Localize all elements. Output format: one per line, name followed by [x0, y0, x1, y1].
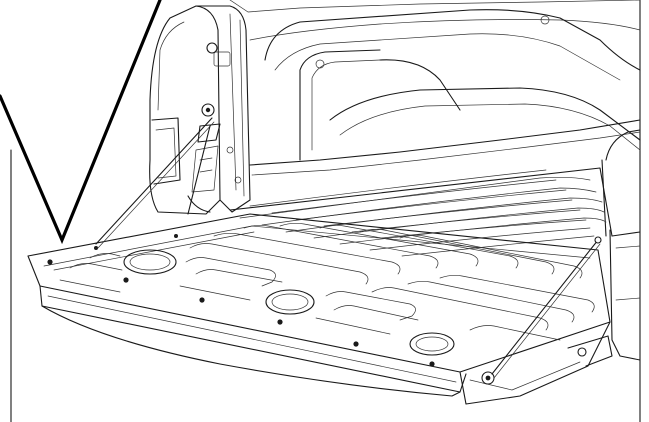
bed-floor-ribs: [229, 167, 613, 257]
right-taillight-pillar: [601, 129, 641, 361]
truck-bed-interior: [229, 0, 641, 176]
tailgate-support-cables: [95, 117, 602, 379]
left-taillight-pillar: [149, 5, 251, 215]
tailgate-panel: [27, 213, 613, 405]
callout-pointer-lines: [0, 0, 162, 245]
tailgate-fasteners: [47, 234, 435, 367]
tailgate-surface-pattern: [59, 222, 595, 356]
